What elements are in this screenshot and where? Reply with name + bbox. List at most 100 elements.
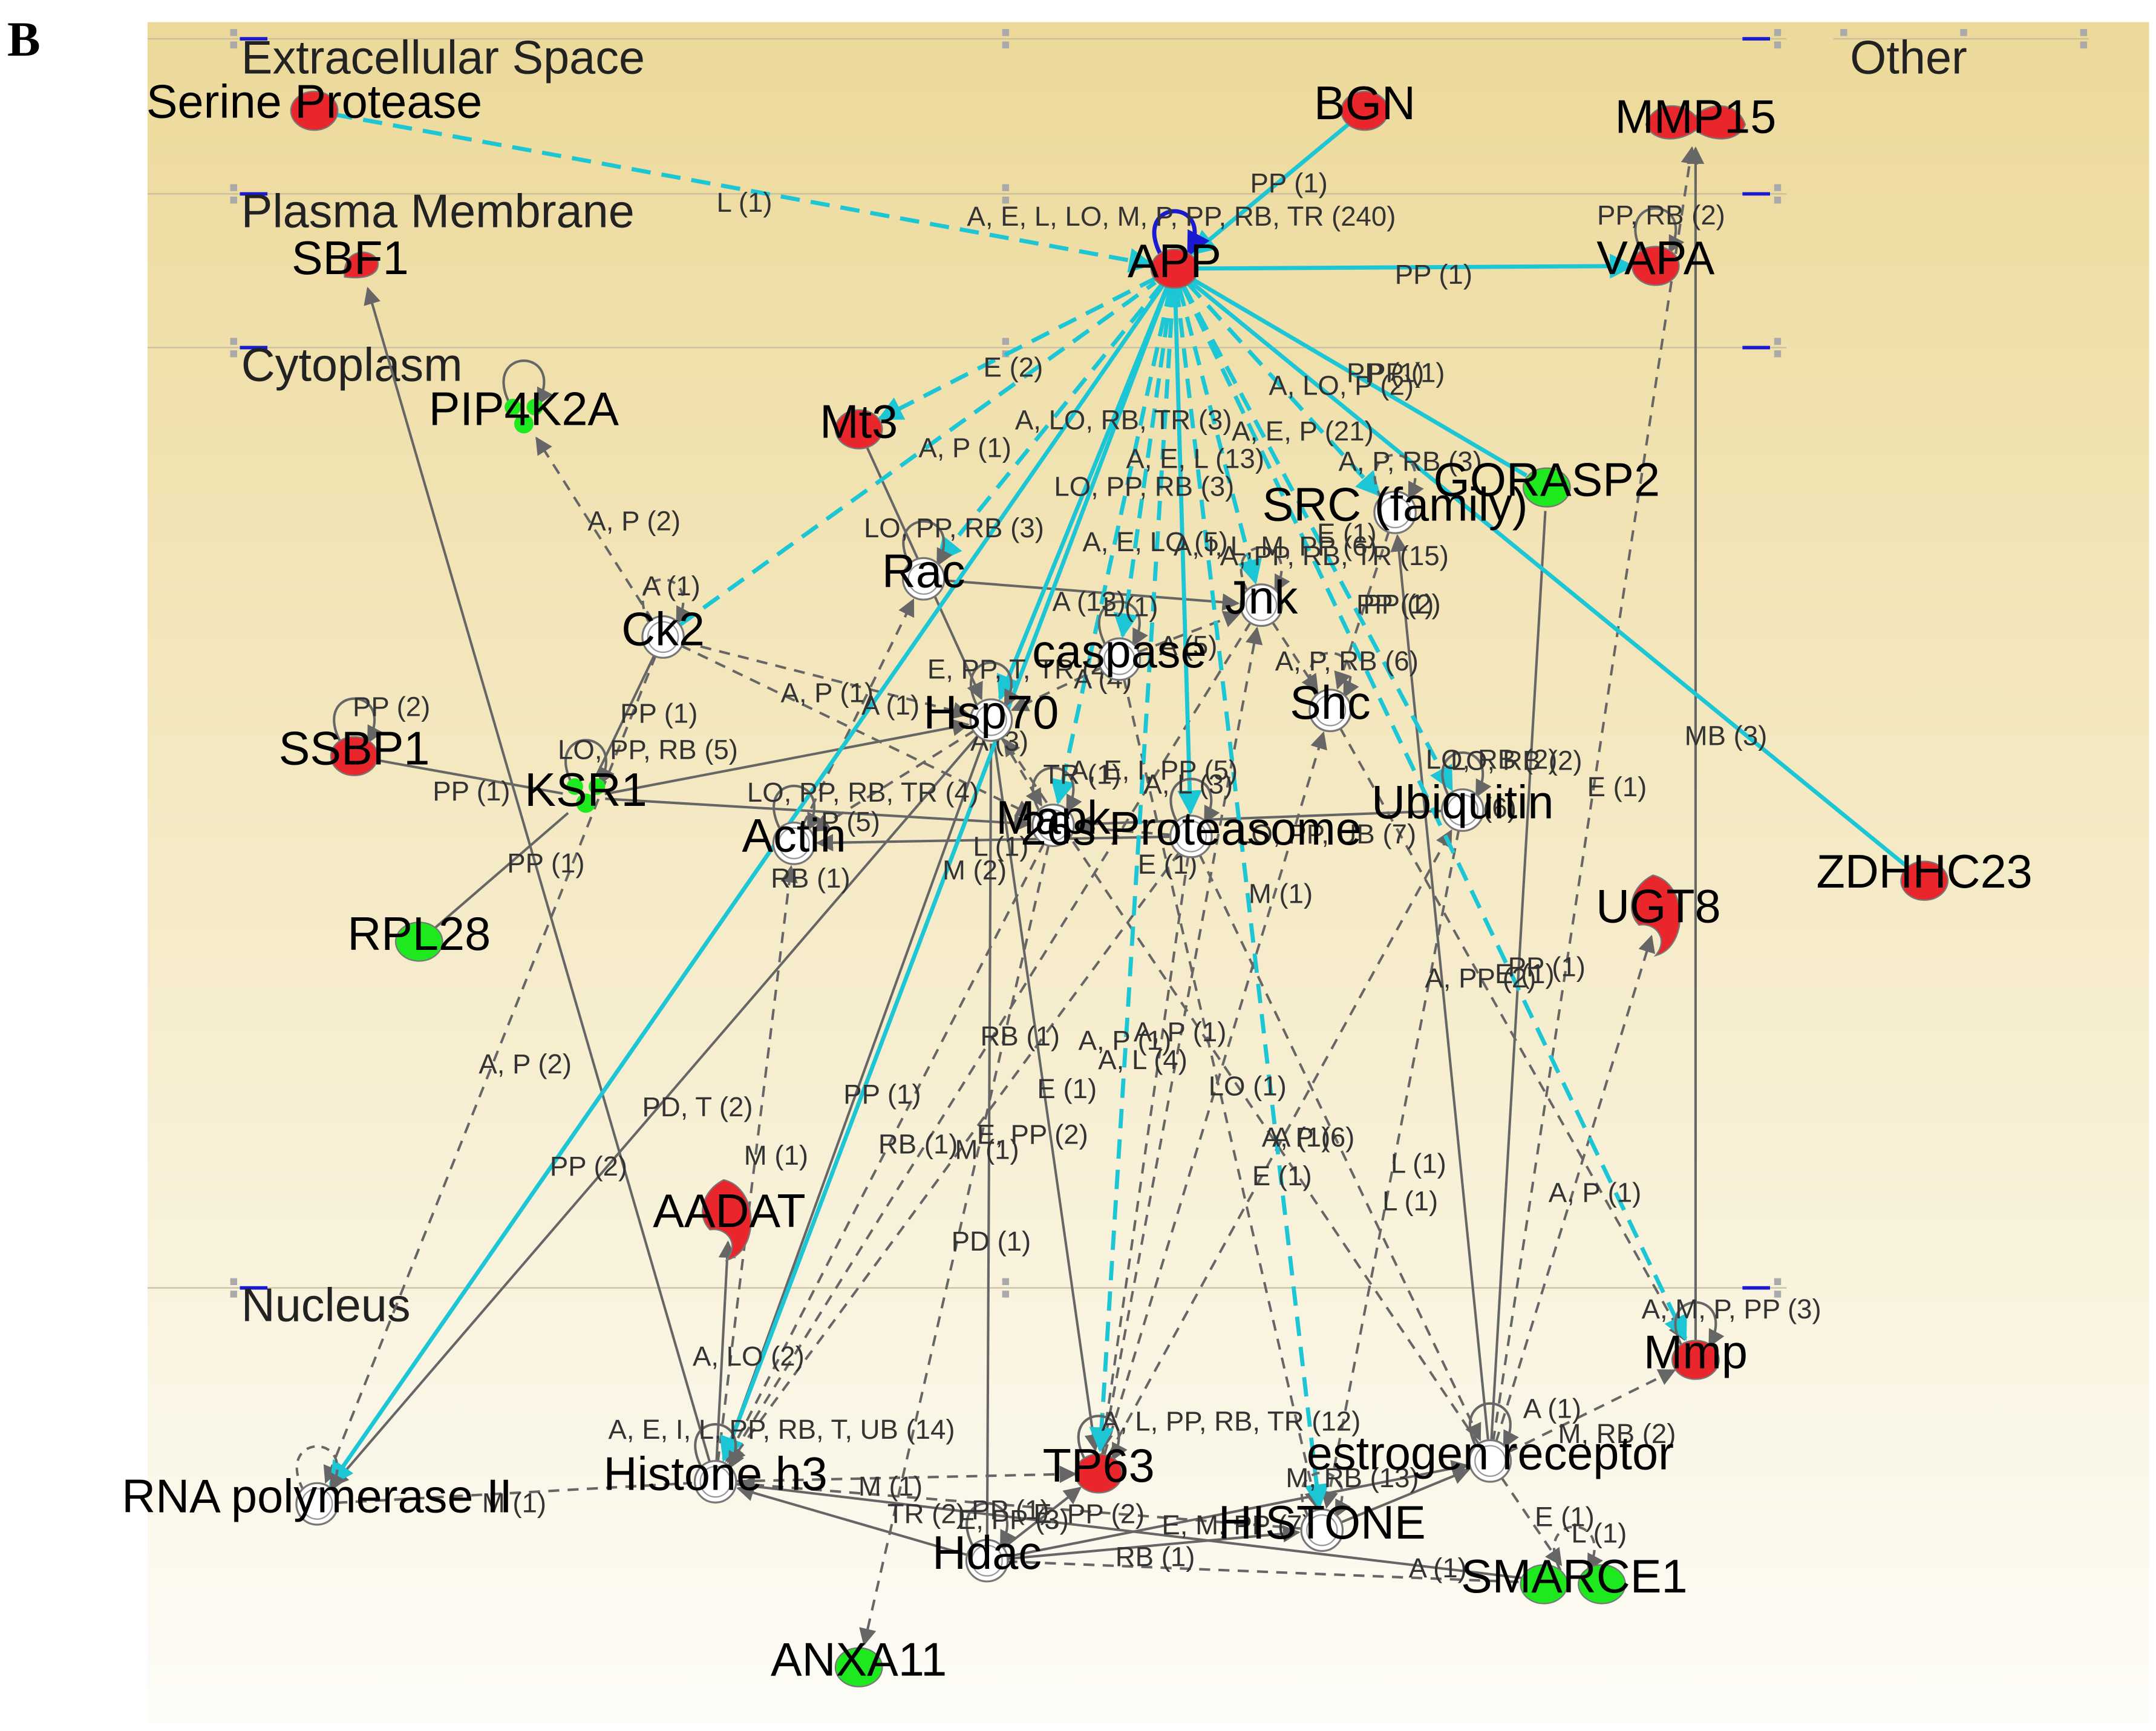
- node-smarce1[interactable]: SMARCE1: [1461, 1551, 1688, 1605]
- node-label-rac: Rac: [882, 545, 965, 597]
- edge-app-src: [1186, 281, 1381, 497]
- edge-shc-mmp: [1338, 727, 1685, 1341]
- edge-label: LO, PP, RB, TR (4): [747, 777, 979, 808]
- panel-label: B: [7, 11, 41, 67]
- node-rac[interactable]: Rac: [882, 545, 965, 601]
- edge-label: A, P (1): [918, 432, 1011, 463]
- edge-label: A, P (1): [1549, 1177, 1642, 1208]
- node-rnapol[interactable]: RNA polymerase II: [122, 1470, 512, 1526]
- edge-label: E (2): [984, 352, 1044, 382]
- edge-label: PP (1): [843, 1079, 921, 1110]
- edge-estrogen-gorasp2: [1490, 511, 1547, 1442]
- node-ugt8[interactable]: UGT8: [1596, 874, 1721, 957]
- edge-label: M (1): [858, 1471, 923, 1502]
- node-label-src: SRC (family): [1263, 479, 1528, 531]
- node-ubiquitin[interactable]: Ubiquitin: [1371, 777, 1553, 832]
- node-label-bgn: BGN: [1314, 77, 1416, 129]
- edge-label: PD (1): [952, 1226, 1031, 1257]
- edge-label: PP (2): [353, 691, 430, 722]
- compartment-handles: [230, 29, 2088, 1298]
- compartment-extracellular-label: Extracellular Space: [241, 31, 645, 83]
- edge-ksr1-hsp70: [604, 719, 970, 796]
- node-label-ugt8: UGT8: [1596, 880, 1721, 932]
- node-pip4k2a[interactable]: PIP4K2A: [429, 384, 619, 436]
- edge-histone-histoneh3: [737, 1476, 1303, 1530]
- node-label-aadat: AADAT: [653, 1185, 805, 1237]
- edge-proteasome-mapk: [1074, 819, 1172, 837]
- node-label-smarce1: SMARCE1: [1461, 1551, 1687, 1603]
- node-tp63[interactable]: TP63: [1043, 1440, 1155, 1494]
- edge-hdac-hsp70: [985, 744, 993, 1542]
- node-jnk[interactable]: Jnk: [1225, 572, 1298, 627]
- edge-label: LO (1): [1209, 1070, 1287, 1101]
- node-proteasome[interactable]: 26s Proteasome: [1021, 803, 1362, 859]
- edge-label: A, P, RB (6): [1275, 646, 1419, 676]
- node-sbf1[interactable]: SBF1: [292, 232, 409, 284]
- edge-label: A, E, I, PP (5): [1070, 755, 1238, 786]
- compartment-plasma-label: Plasma Membrane: [241, 185, 635, 237]
- edge-label: PP (1): [1356, 589, 1434, 620]
- node-zdhhc23[interactable]: ZDHHC23: [1817, 846, 2033, 901]
- node-label-jnk: Jnk: [1225, 572, 1298, 624]
- node-hsp70[interactable]: Hsp70: [923, 687, 1059, 742]
- edge-estrogen-mmp: [1507, 1369, 1676, 1454]
- edge-label: A, P (2): [479, 1049, 572, 1079]
- node-label-caspase: caspase: [1032, 626, 1206, 678]
- edge-label: PP (1): [1508, 952, 1586, 983]
- edge-labels: L (1)PP (1)A, E, L, LO, M, P, PP, RB, TR…: [353, 168, 1821, 1583]
- node-app[interactable]: APP: [1128, 235, 1221, 289]
- self-loop-caspase: [1097, 600, 1148, 647]
- node-rpl28[interactable]: RPL28: [347, 908, 491, 962]
- node-aadat[interactable]: AADAT: [653, 1179, 806, 1261]
- edge-label: M, RB (13): [1285, 1462, 1419, 1493]
- node-serine[interactable]: Serine Protease: [146, 76, 482, 131]
- self-loop-mapk: [1031, 767, 1082, 813]
- edge-estrogen-src: [1390, 534, 1490, 1442]
- node-src[interactable]: SRC (family): [1263, 479, 1528, 534]
- node-mmp[interactable]: Mmp: [1644, 1326, 1748, 1380]
- edge-label: RB (1): [1116, 1542, 1195, 1572]
- self-loop-tp63: [1077, 1415, 1128, 1461]
- edge-label: A, P (1): [1134, 1016, 1227, 1047]
- node-ksr1[interactable]: KSR1: [524, 764, 647, 816]
- node-ck2[interactable]: Ck2: [621, 603, 705, 659]
- self-loop-rnapol: [295, 1445, 346, 1492]
- compartment-cytoplasm-label: Cytoplasm: [241, 339, 463, 391]
- node-estrogen[interactable]: estrogen receptor: [1307, 1427, 1674, 1483]
- self-loop-histone: [1300, 1471, 1351, 1518]
- edge-estrogen-mmp15: [1492, 146, 1699, 1442]
- edge-actin-rac: [801, 598, 915, 827]
- node-mapk[interactable]: Mapk: [996, 792, 1111, 848]
- edge-ck2-rnapol: [323, 654, 658, 1484]
- node-label-mt3: Mt3: [820, 396, 898, 448]
- edge-label: PP (1): [1395, 259, 1472, 290]
- node-bgn[interactable]: BGN: [1314, 77, 1416, 131]
- compartment-dividers: [147, 38, 2089, 1289]
- node-hdac[interactable]: Hdac: [932, 1527, 1042, 1583]
- edge-label: E, PP (2): [977, 1119, 1088, 1150]
- edge-hdac-estrogen: [1005, 1460, 1469, 1559]
- node-mt3[interactable]: Mt3: [820, 396, 898, 450]
- node-caspase[interactable]: caspase: [1032, 626, 1207, 681]
- self-loop-pip4k2a: [502, 359, 553, 406]
- node-mmp15[interactable]: MMP15: [1615, 91, 1776, 143]
- node-ssbp1[interactable]: SSBP1: [279, 722, 430, 776]
- node-histone[interactable]: HISTONE: [1218, 1497, 1426, 1553]
- edge-app-caspase: [1113, 287, 1174, 639]
- edge-label: PP (2): [550, 1151, 627, 1182]
- edge-caspase-histone: [1122, 678, 1322, 1510]
- node-shc[interactable]: Shc: [1290, 677, 1371, 733]
- edge-label: A, I, L, M, PP (6): [1174, 531, 1377, 561]
- edge-app-gorasp2: [1190, 277, 1528, 477]
- node-label-ubiquitin: Ubiquitin: [1371, 777, 1553, 829]
- edge-label: A, L, PP, RB, TR (12): [1102, 1405, 1361, 1436]
- edge-label: A, E, L (13): [1126, 443, 1264, 474]
- node-histoneh3[interactable]: Histone h3: [604, 1448, 828, 1504]
- edge-label: PP (1): [620, 698, 697, 729]
- node-gorasp2[interactable]: GORASP2: [1434, 454, 1661, 508]
- edge-label: RB (1): [771, 863, 851, 894]
- node-anxa11[interactable]: ANXA11: [771, 1634, 947, 1687]
- node-vapa[interactable]: VAPA: [1596, 232, 1715, 286]
- node-actin[interactable]: Actin: [742, 810, 846, 865]
- node-label-anxa11: ANXA11: [771, 1634, 947, 1686]
